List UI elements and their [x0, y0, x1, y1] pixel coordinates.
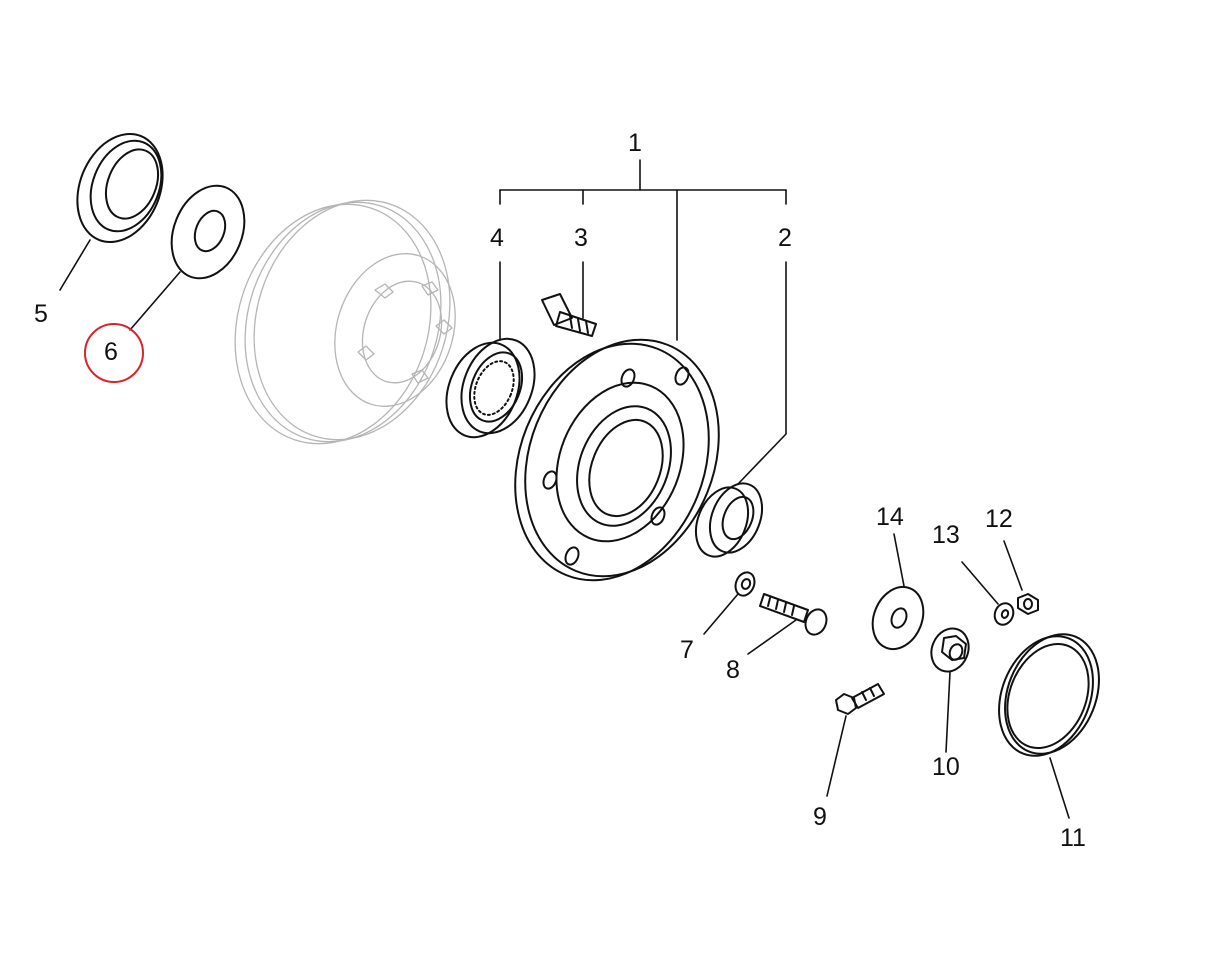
part-7-washer	[734, 571, 756, 597]
highlight-circle-callout-6	[84, 323, 144, 383]
leader-lines	[59, 159, 1070, 819]
part-9-hex-bolt	[835, 683, 885, 715]
callout-3[interactable]: 3	[574, 224, 588, 252]
callout-13[interactable]: 13	[932, 521, 960, 549]
part-5-seal	[76, 132, 164, 244]
part-12-nut	[1017, 593, 1039, 615]
callout-11[interactable]: 11	[1060, 824, 1086, 852]
part-11-hub-cap	[998, 633, 1100, 757]
outer-bearing	[694, 482, 764, 558]
brake-drum-reference	[234, 199, 456, 445]
callout-5[interactable]: 5	[34, 300, 48, 328]
part-3-wheel-stud	[541, 293, 597, 337]
callout-1[interactable]: 1	[628, 129, 642, 157]
callout-9[interactable]: 9	[813, 803, 827, 831]
callout-2[interactable]: 2	[778, 224, 792, 252]
callout-14[interactable]: 14	[876, 503, 904, 531]
part-8-bolt	[759, 593, 828, 636]
part-6-washer	[170, 184, 246, 280]
callout-8[interactable]: 8	[726, 656, 740, 684]
callout-7[interactable]: 7	[680, 636, 694, 664]
callout-4[interactable]: 4	[490, 224, 504, 252]
callout-6[interactable]: 6	[104, 338, 118, 366]
part-13-washer	[993, 602, 1015, 626]
part-2-hub	[514, 338, 720, 582]
part-10-flange-nut	[930, 627, 970, 673]
callout-12[interactable]: 12	[985, 505, 1013, 533]
part-14-washer	[871, 585, 925, 651]
part-4-inner-bearing	[445, 337, 536, 439]
callout-10[interactable]: 10	[932, 753, 960, 781]
